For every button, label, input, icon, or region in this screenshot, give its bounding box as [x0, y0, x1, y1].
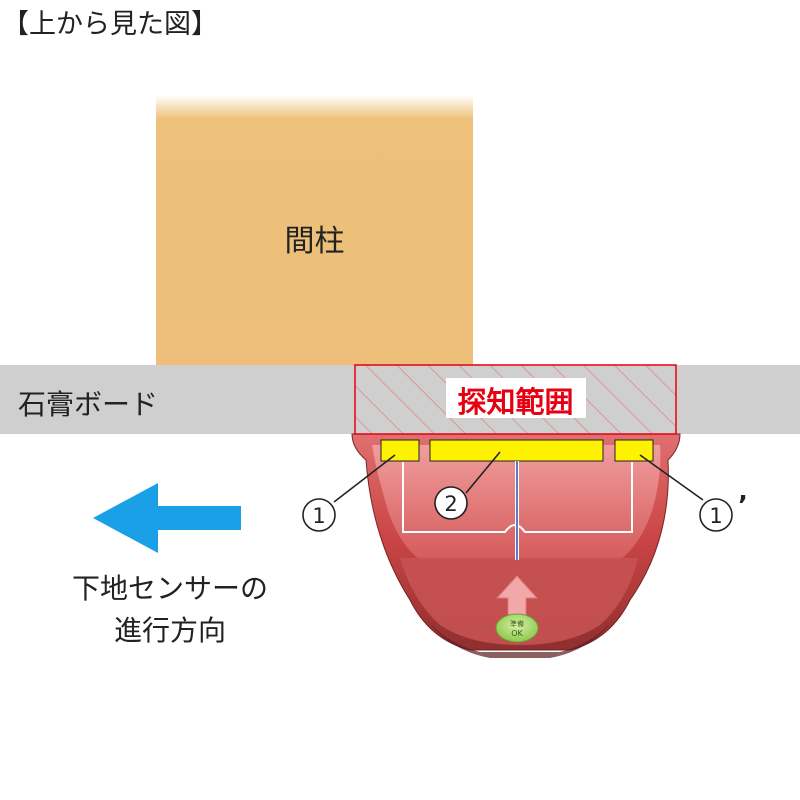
direction-label-line2: 進行方向 — [113, 614, 226, 647]
stud — [156, 95, 473, 365]
marker-1: 1 — [312, 504, 325, 528]
marker-2: 2 — [444, 492, 457, 516]
stud-label: 間柱 — [284, 224, 345, 259]
marker-1-circle — [302, 498, 336, 532]
badge-line1: 準備 — [510, 619, 524, 628]
page-title: 【上から見た図】 — [2, 9, 218, 40]
sensor-pad-left — [380, 439, 420, 462]
leader-line-1 — [333, 454, 396, 503]
marker-2-circle — [434, 486, 468, 520]
marker-1p-circle — [699, 498, 733, 532]
ready-ok-badge — [495, 613, 539, 643]
board-label: 石膏ボード — [18, 388, 159, 421]
detection-range-label-bg — [446, 378, 586, 418]
badge-line2: OK — [511, 629, 523, 638]
direction-label-line1: 下地センサーの — [71, 572, 268, 605]
direction-label: 下地センサーの 進行方向 — [40, 568, 300, 652]
detection-range-label: 探知範囲 — [457, 385, 574, 419]
leader-line-2 — [465, 451, 501, 494]
leader-line-1p — [639, 454, 704, 501]
marker-prime: ’ — [738, 491, 748, 521]
marker-1p: 1 — [709, 504, 722, 528]
sensor-pad-right — [614, 439, 654, 462]
sensor-pad-center — [429, 439, 604, 462]
direction-arrow — [93, 483, 241, 553]
